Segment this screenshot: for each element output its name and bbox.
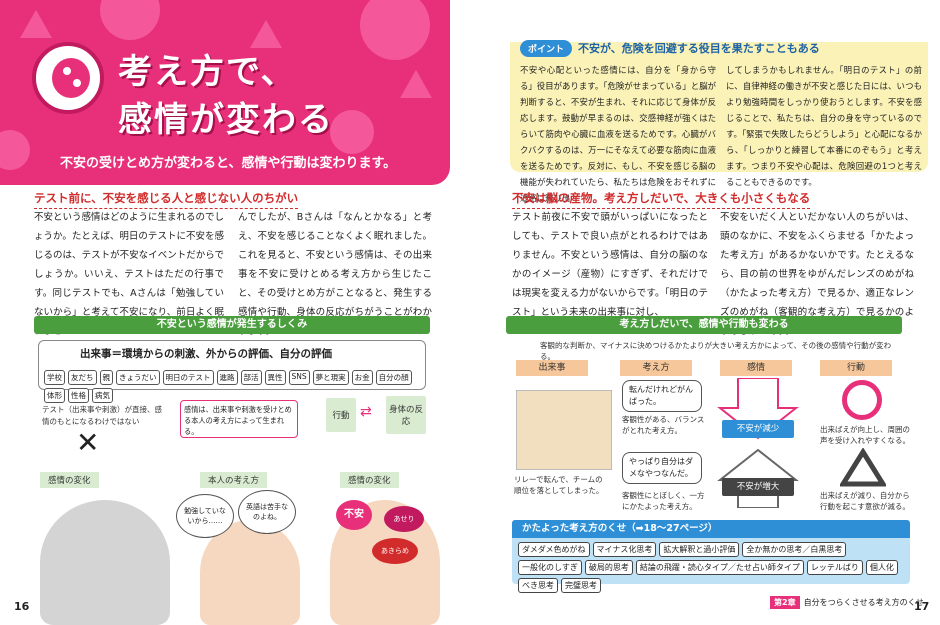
bubble-biased: やっぱり自分はダメなやつなんだ。 (622, 452, 702, 484)
decor-triangle (20, 10, 52, 38)
caption-biased: 客観性にとぼしく、一方にかたよった考え方。 (622, 491, 705, 511)
caption-event: リレーで転んで、チームの順位を落としてしまった。 (514, 475, 604, 495)
caption-action-good: 出来ばえが向上し、周囲の声を受け入れやすくなる。 (820, 425, 910, 445)
box-body-reaction: 身体の反応 (386, 396, 426, 434)
event-chip: 病気 (92, 388, 113, 403)
page-number: 17 (914, 600, 930, 613)
point-title: 不安が、危険を回避する役目を果たすこともある (578, 42, 820, 55)
label-emotion-change-right: 感情の変化 (340, 472, 399, 488)
habit-chip: 拡大解釈と過小評価 (659, 542, 740, 557)
decor-circle (330, 110, 374, 154)
point-column-2: してしまうかもしれません。「明日のテスト」の前に、自律神経の働きが不安と感じた日… (726, 65, 922, 187)
label-emotion-change-left: 感情の変化 (40, 472, 99, 488)
section-heading: テスト前に、不安を感じる人と感じない人のちがい (34, 190, 299, 209)
event-chip: 友だち (68, 370, 97, 385)
note-direct: テスト（出来事や刺激）が直接、感情のもとになるわけではない (42, 405, 162, 426)
habit-chip: 個人化 (865, 560, 898, 575)
head-person-middle (200, 520, 300, 625)
arrow-icon: ⇄ (360, 404, 372, 420)
event-chip: 体形 (44, 388, 65, 403)
point-box (510, 42, 928, 172)
page-number: 16 (14, 600, 30, 613)
decor-circle (0, 130, 30, 170)
page-title-line2: 感情が変わる (118, 100, 334, 140)
habit-chip: レッテルばり (806, 560, 863, 575)
diagram-title-bar: 不安という感情が発生するしくみ (34, 316, 430, 334)
page-subtitle: 不安の受けとめ方が変わると、感情や行動は変わります。 (60, 156, 397, 171)
body-column-1: テスト前夜に不安で頭がいっぱいになったとしても、テストで良い点がとれるわけではあ… (512, 212, 708, 318)
decor-triangle (250, 20, 282, 48)
triangle-icon (840, 448, 886, 487)
chapter-tag: 第2章 (770, 596, 800, 609)
label-thinking: 本人の考え方 (200, 472, 268, 488)
col-thinking: 考え方 (620, 360, 692, 376)
right-page: ポイント 不安が、危険を回避する役目を果たすこともある 不安や心配といった感情に… (470, 0, 940, 625)
thought-bubble-2: 英語は苦手なのよね。 (238, 490, 296, 534)
habits-list: ダメダメ色めがねマイナス化思考拡大解釈と過小評価全か無かの思考／白黒思考一般化の… (512, 538, 910, 593)
caption-balanced: 客観性がある、バランスがとれた考え方。 (622, 415, 705, 435)
thought-bubble-1: 勉強していないから…… (176, 494, 234, 538)
habit-chip: 全か無かの思考／白黒思考 (742, 542, 847, 557)
emotion-impatience: あせり (384, 506, 424, 532)
caption-action-bad: 出来ばえが減り、自分から行動を起こす意欲が減る。 (820, 491, 910, 511)
col-emotion: 感情 (720, 360, 792, 376)
title-banner: 考え方で、 感情が変わる 不安の受けとめ方が変わると、感情や行動は変わります。 (0, 0, 450, 185)
col-event: 出来事 (516, 360, 588, 376)
gear-icon (70, 76, 84, 90)
gear-icon (60, 64, 74, 78)
emotion-anxiety: 不安 (336, 500, 372, 530)
chapter-title: 自分をつらくさせる考え方のくせ (803, 598, 924, 607)
pink-note: 感情は、出来事や刺激を受けとめる本人の考え方によって生まれる。 (180, 400, 298, 438)
point-header: ポイント 不安が、危険を回避する役目を果たすこともある (520, 38, 820, 58)
left-page: 考え方で、 感情が変わる 不安の受けとめ方が変わると、感情や行動は変わります。 … (0, 0, 450, 625)
col-action: 行動 (820, 360, 892, 376)
event-chip: 性格 (68, 388, 89, 403)
emotion-resignation: あきらめ (372, 538, 418, 564)
chapter-footer: 第2章 自分をつらくさせる考え方のくせ (770, 596, 924, 609)
bubble-balanced: 転んだけれどがんばった。 (622, 380, 702, 412)
point-tag: ポイント (520, 39, 573, 57)
event-chip: 自分の顔 (375, 370, 412, 385)
circle-icon (842, 380, 882, 420)
decor-circle (100, 0, 160, 40)
event-chip: SNS (288, 370, 310, 385)
head-silhouette-left (40, 500, 170, 625)
point-column-1: 不安や心配といった感情には、自分を「身から守る」役目があります。「危険がせまって… (520, 65, 716, 203)
habit-chip: 破局的思考 (584, 560, 633, 575)
event-chip: 明日のテスト (162, 370, 214, 385)
cross-icon: ✕ (76, 426, 100, 459)
decor-circle (360, 0, 430, 60)
event-chip: 部活 (240, 370, 262, 385)
decor-triangle (400, 70, 432, 98)
habit-chip: 結論の飛躍・読心タイプ／たせ占い師タイプ (635, 560, 804, 575)
event-chip: 夢と現実 (312, 370, 349, 385)
event-chip: 異性 (264, 370, 286, 385)
diagram-title-bar: 考え方しだいで、感情や行動も変わる (506, 316, 902, 334)
emotion-increase: 不安が増大 (722, 478, 794, 496)
habit-chip: 完璧思考 (561, 578, 601, 593)
event-chip: お金 (351, 370, 373, 385)
event-chip: 学校 (44, 370, 65, 385)
habits-title-bar: かたよった考え方のくせ（➡18〜27ページ） (512, 520, 910, 538)
event-title: 出来事＝環境からの刺激、外からの評価、自分の評価 (80, 348, 332, 360)
event-chip: 進路 (216, 370, 238, 385)
habit-chip: マイナス化思考 (592, 542, 657, 557)
event-chip: 親 (99, 370, 113, 385)
habit-chip: ダメダメ色めがね (518, 542, 590, 557)
relay-illustration (516, 390, 612, 470)
head-gears-icon (32, 42, 104, 114)
habit-chip: べき思考 (518, 578, 558, 593)
section-heading: 不安は脳の産物。考え方しだいで、大きくも小さくもなる (512, 190, 811, 209)
diagram-caption: 客観的な判断か、マイナスに決めつけるかたよりが大きい考え方かによって、その後の感… (540, 341, 892, 361)
box-action: 行動 (326, 398, 356, 432)
page-title-line1: 考え方で、 (118, 52, 297, 92)
emotion-decrease: 不安が減少 (722, 420, 794, 438)
event-chip: きょうだい (116, 370, 160, 385)
habit-chip: 一般化のしすぎ (518, 560, 582, 575)
